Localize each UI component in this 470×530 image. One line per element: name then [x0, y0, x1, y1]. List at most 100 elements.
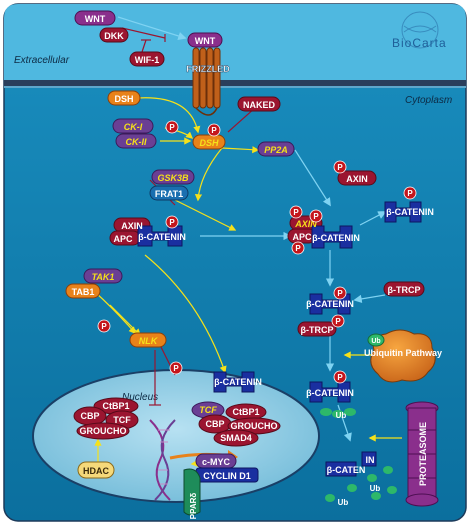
plasma-membrane	[4, 80, 466, 86]
ub-token-label: Ub	[371, 338, 380, 345]
naked-protein	[237, 96, 281, 112]
axin-complex-label: AXIN	[121, 221, 143, 231]
phospho-bcat-ub: P	[333, 370, 347, 384]
fragment-ub2-label: Ub	[338, 498, 349, 507]
phospho-dsh: P	[207, 123, 221, 137]
svg-text:P: P	[211, 126, 217, 135]
gsk3b-protein	[151, 169, 195, 185]
svg-text:P: P	[313, 212, 319, 221]
wnt-ligand-label: WNT	[85, 14, 106, 24]
cbp-left-label: CBP	[80, 411, 99, 421]
dsh-active	[192, 134, 226, 150]
bcatenin-right-label: β-CATENIN	[386, 207, 434, 217]
phospho-nlk: P	[169, 361, 183, 375]
ppard-label: PPARδ	[189, 493, 198, 520]
inhibit-naked	[227, 107, 256, 133]
svg-text:P: P	[169, 123, 175, 132]
phospho-dsh-receptor: P	[165, 120, 179, 134]
apc-mid-label: APC	[292, 232, 312, 242]
groucho-right-label: GROUCHO	[231, 421, 278, 431]
ck2-protein	[115, 133, 157, 149]
cyclin-d1-label: CYCLIN D1	[203, 471, 251, 481]
wif1-protein	[129, 51, 165, 67]
ctbp1-right-label: CtBP1	[232, 407, 259, 417]
dsh-active-label: DSH	[199, 138, 219, 148]
dna-helix	[149, 419, 176, 501]
groucho-left-label: GROUCHO	[80, 426, 127, 436]
degraded-bcatenin	[325, 451, 397, 502]
cmyc-label: c-MYC	[202, 457, 231, 467]
frizzled-label: FRIZZLED	[186, 64, 230, 74]
tcf-left-label: TCF	[113, 415, 131, 425]
phospho-btrcp-bound: P	[331, 314, 345, 328]
svg-text:P: P	[295, 244, 301, 253]
nlk-label: NLK	[139, 336, 159, 346]
tak1-label: TAK1	[92, 272, 115, 282]
biocarta-logo: BioCarta	[392, 11, 447, 50]
smad4-label: SMAD4	[220, 433, 252, 443]
proteasome-label: PROTEASOME	[418, 422, 428, 486]
axin-free-label: AXIN	[346, 174, 368, 184]
arrow-wnt-to-receptor	[117, 16, 187, 40]
svg-text:P: P	[169, 218, 175, 227]
frat1-label: FRAT1	[155, 189, 183, 199]
wif1-label: WIF-1	[135, 55, 160, 65]
svg-text:P: P	[337, 163, 343, 172]
bcatenin-nuclear	[213, 371, 255, 393]
naked-label: NAKED	[243, 100, 276, 110]
biocarta-logo-text: BioCarta	[392, 36, 447, 50]
destruction-complex-mid	[287, 215, 353, 249]
hdac-protein	[77, 461, 115, 479]
dkk-label: DKK	[104, 31, 124, 41]
svg-text:P: P	[101, 322, 107, 331]
bcatenin-ub-ub-label: Ub	[336, 411, 347, 420]
ck2-label: CK-II	[126, 137, 147, 147]
svg-text:P: P	[293, 208, 299, 217]
ck1-protein	[112, 118, 154, 134]
btrcp-bound-label: β-TRCP	[301, 325, 334, 335]
dsh-free	[107, 90, 141, 106]
axin-mid-label: AXIN	[294, 219, 317, 229]
axin-free	[337, 170, 377, 186]
btrcp-free	[383, 281, 425, 297]
ck1-label: CK-I	[124, 122, 143, 132]
pp2a-label: PP2A	[264, 145, 288, 155]
btrcp-free-label: β-TRCP	[388, 285, 421, 295]
fragment-b-label: β-CATEN	[327, 465, 366, 475]
wnt-bound	[187, 32, 223, 48]
fragment-ub1-label: Ub	[370, 484, 381, 493]
frizzled-receptor	[192, 47, 221, 116]
ctbp1-left-label: CtBP1	[102, 401, 129, 411]
ppard-protein	[183, 468, 201, 516]
svg-text:P: P	[173, 364, 179, 373]
fragment-a-label: IN	[366, 455, 375, 465]
inhibit-wif1	[141, 39, 147, 53]
proteasome	[405, 401, 439, 507]
phospho-tak1: P	[97, 319, 111, 333]
tcf-right-label: TCF	[199, 405, 217, 415]
bcatenin-nuclear-label: β-CATENIN	[214, 377, 262, 387]
gsk3b-label: GSK3B	[157, 173, 189, 183]
activator-complex-right	[191, 401, 281, 447]
bcatenin-complex-label: β-CATENIN	[138, 232, 186, 242]
bcatenin-mid-label: β-CATENIN	[312, 233, 360, 243]
nucleus-label: Nucleus	[122, 392, 158, 403]
ubiquitin-pathway-label: Ubiquitin Pathway	[364, 348, 442, 358]
nucleus	[32, 369, 320, 503]
tab1-label: TAB1	[72, 287, 95, 297]
wnt-bound-label: WNT	[195, 36, 216, 46]
frat1-protein	[149, 185, 189, 201]
pp2a-protein	[257, 141, 295, 157]
phospho-markers: P P P P P P P P P P P P P	[97, 120, 417, 384]
repressor-complex-left	[73, 397, 139, 440]
inhibit-dkk	[121, 27, 166, 39]
bcatenin-ubiquitinated	[309, 381, 356, 418]
phospho-axin-mid: P	[289, 205, 303, 219]
hdac-label: HDAC	[83, 466, 109, 476]
bcatenin-ub-label: β-CATENIN	[306, 388, 354, 398]
cbp-right-label: CBP	[205, 419, 224, 429]
svg-text:P: P	[337, 373, 343, 382]
apc-complex-label: APC	[113, 234, 133, 244]
